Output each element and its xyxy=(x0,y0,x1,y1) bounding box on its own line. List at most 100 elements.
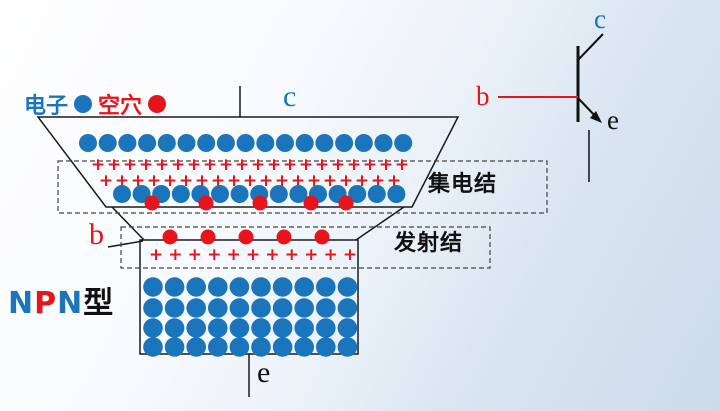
npn-n1: N xyxy=(8,286,35,321)
base-hole-row xyxy=(162,229,178,245)
emitter-electron-row-4 xyxy=(229,337,250,357)
collector-electron-row xyxy=(177,134,196,152)
collector-junction-plus-row-1: + xyxy=(235,155,249,175)
emitter-electron-row-3 xyxy=(272,318,293,338)
symbol-collector-line xyxy=(577,33,604,61)
collector-junction-plus-row-1: + xyxy=(203,155,217,175)
collector-electron-row xyxy=(335,134,354,152)
collector-junction-electron-row xyxy=(348,185,367,203)
emitter-electron-row-3 xyxy=(229,318,250,338)
collector-junction-hole-row xyxy=(303,195,319,211)
emitter-electron-row-4 xyxy=(337,337,358,357)
charge-carriers-layer: ++++++++++++++++++++++++++++++++++++++++… xyxy=(79,134,413,357)
collector-electron-row xyxy=(98,134,117,152)
symbol-collector-label: c xyxy=(594,4,606,34)
collector-junction-plus-row-1: + xyxy=(283,155,297,175)
collector-electron-row xyxy=(354,134,373,152)
emitter-electron-row-2 xyxy=(229,298,250,318)
collector-junction-electron-row xyxy=(113,185,131,203)
collector-junction-hole-row xyxy=(252,195,268,211)
collector-electron-row xyxy=(157,134,176,152)
npn-n2: N xyxy=(57,286,84,321)
collector-electron-row xyxy=(394,134,413,152)
collector-junction-plus-row-2: + xyxy=(99,171,113,191)
emitter-electron-row-1 xyxy=(251,277,271,297)
collector-electron-row xyxy=(295,134,314,152)
collector-junction-plus-row-1: + xyxy=(331,155,345,175)
emitter-electron-row-2 xyxy=(294,298,315,318)
emitter-junction-plus-row: + xyxy=(265,245,279,265)
emitter-junction-plus-row: + xyxy=(323,245,337,265)
symbol-base-label: b xyxy=(476,81,490,111)
junction-dashed-boxes xyxy=(57,160,548,269)
base-hole-row xyxy=(200,229,216,245)
collector-junction-plus-row-1: + xyxy=(299,155,313,175)
emitter-electron-row-4 xyxy=(208,337,228,357)
emitter-electron-row-4 xyxy=(186,337,206,357)
collector-junction-electron-row xyxy=(230,185,249,203)
collector-electron-row xyxy=(236,134,255,152)
emitter-junction-plus-row: + xyxy=(149,245,163,265)
collector-electron-row xyxy=(138,134,157,152)
npn-type-caption: NPN型 xyxy=(8,278,114,322)
emitter-electron-row-2 xyxy=(272,298,293,318)
emitter-electron-row-4 xyxy=(164,337,185,357)
collector-electron-row xyxy=(276,134,294,152)
collector-junction-plus-row-1: + xyxy=(395,155,409,175)
collector-junction-plus-row-1: + xyxy=(379,155,393,175)
collector-electron-row xyxy=(79,134,97,152)
collector-junction-plus-row-1: + xyxy=(347,155,361,175)
collector-electron-row xyxy=(197,134,216,152)
emitter-electron-row-4 xyxy=(316,337,336,357)
emitter-electron-row-1 xyxy=(208,277,228,297)
collector-junction-hole-row xyxy=(198,195,214,211)
collector-junction-plus-row-1: + xyxy=(91,155,105,175)
emitter-electron-row-1 xyxy=(186,277,206,297)
emitter-junction-plus-row: + xyxy=(188,245,202,265)
collector-electron-row xyxy=(256,134,275,152)
emitter-junction-plus-row: + xyxy=(285,245,299,265)
emitter-electron-row-3 xyxy=(294,318,315,338)
emitter-electron-row-3 xyxy=(186,318,206,338)
collector-junction-plus-row-1: + xyxy=(187,155,201,175)
emitter-electron-row-4 xyxy=(251,337,271,357)
collector-junction-plus-row-2: + xyxy=(243,171,257,191)
base-lead-line xyxy=(107,240,144,248)
collector-junction-label: 集电结 xyxy=(428,172,498,197)
emitter-junction-box xyxy=(120,226,491,269)
base-hole-row xyxy=(276,229,292,245)
emitter-electron-row-1 xyxy=(316,277,336,297)
emitter-electron-row-4 xyxy=(272,337,293,357)
emitter-electron-row-3 xyxy=(164,318,185,338)
emitter-electron-row-1 xyxy=(337,277,358,297)
collector-junction-plus-row-1: + xyxy=(251,155,265,175)
emitter-electron-row-3 xyxy=(208,318,228,338)
emitter-electron-row-2 xyxy=(316,298,336,318)
collector-electron-row xyxy=(315,134,334,152)
emitter-electron-row-1 xyxy=(164,277,185,297)
collector-junction-electron-row xyxy=(171,185,190,203)
collector-junction-plus-row-2: + xyxy=(339,171,353,191)
collector-junction-plus-row-1: + xyxy=(155,155,169,175)
emitter-junction-plus-row: + xyxy=(168,245,182,265)
base-left-slant-line xyxy=(111,206,145,241)
collector-junction-box xyxy=(57,160,548,214)
emitter-electron-row-2 xyxy=(143,298,163,318)
emitter-electron-row-3 xyxy=(143,318,163,338)
collector-junction-plus-row-1: + xyxy=(171,155,185,175)
emitter-junction-plus-row: + xyxy=(246,245,260,265)
collector-electron-row xyxy=(216,134,235,152)
collector-electron-row xyxy=(374,134,393,152)
collector-junction-electron-row xyxy=(367,185,386,203)
emitter-junction-plus-row: + xyxy=(207,245,221,265)
symbol-emitter-label: e xyxy=(607,105,619,135)
collector-junction-plus-row-1: + xyxy=(139,155,153,175)
emitter-electron-row-1 xyxy=(294,277,315,297)
collector-terminal-label: c xyxy=(283,80,297,113)
emitter-electron-row-2 xyxy=(337,298,358,318)
collector-junction-plus-row-1: + xyxy=(267,155,281,175)
base-terminal-label: b xyxy=(89,218,104,251)
legend: 电子 空穴 xyxy=(24,88,167,120)
collector-junction-plus-row-1: + xyxy=(363,155,377,175)
